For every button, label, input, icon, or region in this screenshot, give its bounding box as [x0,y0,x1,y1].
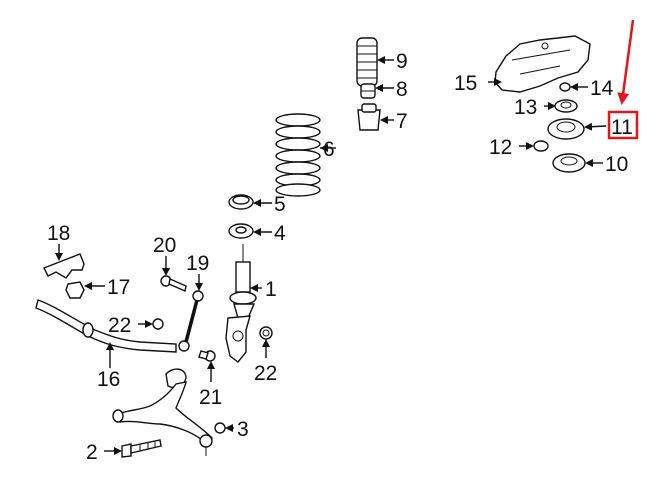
highlight-indicator [607,19,639,140]
callout-15[interactable]: 15 [454,72,477,95]
callout-16[interactable]: 16 [97,368,120,391]
lower-control-arm-part [112,368,213,456]
bump-stop-bracket-part [357,103,381,131]
callout-12[interactable]: 12 [489,136,512,159]
callout-14[interactable]: 14 [590,77,614,100]
callout-labels: 9 8 7 6 5 4 1 15 14 13 11 12 10 18 17 16… [47,50,633,464]
strut-assembly-part [229,244,257,319]
lower-spring-seat-part [228,223,254,239]
strut-mount-part [547,118,585,140]
link-nut-part [198,350,216,362]
callout-11[interactable]: 11 [611,116,633,139]
stabilizer-bar-part [35,299,177,353]
callout-17[interactable]: 17 [107,276,130,299]
strut-tower-bracket-part [494,35,591,93]
callout-5[interactable]: 5 [274,193,286,216]
callout-7[interactable]: 7 [396,110,408,133]
callout-2[interactable]: 2 [86,441,98,464]
bump-stop-part [360,83,376,99]
stabilizer-link-part [178,290,204,352]
control-arm-bolt-part [121,439,162,458]
callout-21[interactable]: 21 [199,386,222,409]
callout-22-right[interactable]: 22 [254,362,277,385]
callout-10[interactable]: 10 [605,153,628,176]
callout-6[interactable]: 6 [323,138,335,161]
insulator-part [552,153,586,173]
coil-spring-part [275,113,321,197]
leader-arrows [55,56,607,455]
callout-4[interactable]: 4 [274,222,286,245]
callout-1[interactable]: 1 [265,278,277,301]
steering-knuckle-part [225,315,251,363]
upper-spring-seat-part [228,194,254,210]
washer-part [533,140,549,152]
callout-22-left[interactable]: 22 [108,314,131,337]
control-arm-nut-part [214,422,226,434]
callout-3[interactable]: 3 [237,418,249,441]
stabilizer-bracket-part [43,253,85,279]
stabilizer-bushing-part [65,281,85,299]
stabilizer-bolt-part [160,275,187,292]
dust-boot-part [356,37,378,87]
mount-bushing-part [554,99,578,113]
callout-20[interactable]: 20 [153,234,176,257]
nut-part-left [152,318,164,330]
callout-13[interactable]: 13 [514,96,537,119]
callout-9[interactable]: 9 [396,50,408,73]
callout-18[interactable]: 18 [47,222,70,245]
callout-8[interactable]: 8 [396,78,408,101]
mount-nut-part [559,82,571,92]
nut-part-right [259,326,273,340]
callout-19[interactable]: 19 [186,252,209,275]
